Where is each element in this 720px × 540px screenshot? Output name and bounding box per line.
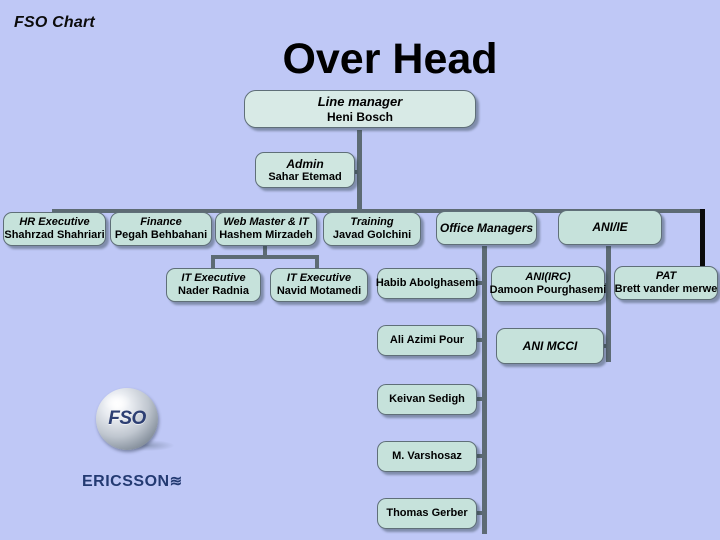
node-admin[interactable]: Admin Sahar Etemad xyxy=(255,152,355,188)
connector-root-trunk xyxy=(357,130,362,212)
connector-office-stub-5 xyxy=(474,511,484,515)
node-office-manager-1[interactable]: Habib Abolghasemi xyxy=(375,268,479,299)
node-it-executive-1[interactable]: IT Executive Nader Radnia xyxy=(166,268,261,302)
node-role: Admin xyxy=(286,156,324,171)
node-role: ANI/IE xyxy=(592,220,628,234)
connector-office-stub-2 xyxy=(474,338,484,342)
node-office-manager-4[interactable]: M. Varshosaz xyxy=(377,441,477,472)
node-role: ANI MCCI xyxy=(522,338,578,353)
node-person: Navid Motamedi xyxy=(276,285,362,297)
ericsson-wordmark: ERICSSON≋ xyxy=(82,472,222,491)
node-ani-irc[interactable]: ANI(IRC) Damoon Pourghasemi xyxy=(489,266,607,302)
node-person: M. Varshosaz xyxy=(392,450,462,462)
connector-ani-spine xyxy=(606,246,611,362)
node-ani-mcci[interactable]: ANI MCCI xyxy=(496,328,604,364)
node-role: IT Executive xyxy=(181,272,246,284)
node-office-manager-5[interactable]: Thomas Gerber xyxy=(377,498,477,529)
node-person: Pegah Behbahani xyxy=(114,229,208,241)
node-person: Keivan Sedigh xyxy=(389,393,465,405)
node-person: Nader Radnia xyxy=(178,285,249,297)
node-person: Heni Bosch xyxy=(326,109,393,124)
node-person: Ali Azimi Pour xyxy=(389,334,465,346)
connector-it-bus xyxy=(211,255,319,259)
node-role: HR Executive xyxy=(19,216,90,228)
ericsson-wave-icon: ≋ xyxy=(169,473,183,490)
connector-drop-pat xyxy=(700,209,705,268)
node-role: Line manager xyxy=(317,93,403,109)
node-office-managers[interactable]: Office Managers xyxy=(436,211,537,245)
logo-drop-shadow xyxy=(120,440,174,451)
fso-sphere-label: FSO xyxy=(108,408,146,429)
node-line-manager[interactable]: Line manager Heni Bosch xyxy=(244,90,476,128)
node-role: Office Managers xyxy=(439,220,534,235)
connector-drop-it-2 xyxy=(315,255,319,268)
node-hr-executive[interactable]: HR Executive Shahrzad Shahriari xyxy=(3,212,106,246)
connector-webmaster-trunk xyxy=(263,246,267,258)
node-office-manager-3[interactable]: Keivan Sedigh xyxy=(377,384,477,415)
node-person: Javad Golchini xyxy=(332,229,412,241)
node-it-executive-2[interactable]: IT Executive Navid Motamedi xyxy=(270,268,368,302)
node-person: Brett vander merwe xyxy=(614,283,718,295)
connector-office-stub-4 xyxy=(474,454,484,458)
fso-ericsson-logo: FSO ERICSSON≋ xyxy=(76,384,226,504)
node-ani-ie[interactable]: ANI/IE xyxy=(558,210,662,245)
slide-kicker: FSO Chart xyxy=(14,14,95,31)
connector-office-stub-1 xyxy=(474,281,484,285)
node-role: Web Master & IT xyxy=(223,216,309,228)
node-person: Damoon Pourghasemi xyxy=(489,284,607,296)
node-person: Hashem Mirzadeh xyxy=(219,229,313,241)
node-role: ANI(IRC) xyxy=(525,271,571,283)
node-office-manager-2[interactable]: Ali Azimi Pour xyxy=(377,325,477,356)
node-role: Finance xyxy=(140,216,182,228)
connector-office-stub-3 xyxy=(474,397,484,401)
ericsson-wordmark-text: ERICSSON xyxy=(82,473,170,490)
fso-sphere-icon xyxy=(96,388,158,450)
page-title: Over Head xyxy=(0,36,720,82)
node-person: Thomas Gerber xyxy=(386,507,468,519)
page-title-text: Over Head xyxy=(282,35,498,83)
node-person: Habib Abolghasemi xyxy=(375,277,479,289)
connector-main-bus xyxy=(52,209,704,213)
node-role: PAT xyxy=(655,270,677,282)
node-pat[interactable]: PAT Brett vander merwe xyxy=(614,266,718,300)
node-role: Training xyxy=(350,216,394,228)
node-role: IT Executive xyxy=(286,272,352,284)
node-person: Sahar Etemad xyxy=(268,170,342,183)
connector-drop-it-1 xyxy=(211,255,215,268)
connector-office-spine xyxy=(482,246,487,534)
node-training[interactable]: Training Javad Golchini xyxy=(323,212,421,246)
node-person: Shahrzad Shahriari xyxy=(4,229,105,241)
node-web-master-it[interactable]: Web Master & IT Hashem Mirzadeh xyxy=(215,212,317,246)
node-finance[interactable]: Finance Pegah Behbahani xyxy=(110,212,212,246)
